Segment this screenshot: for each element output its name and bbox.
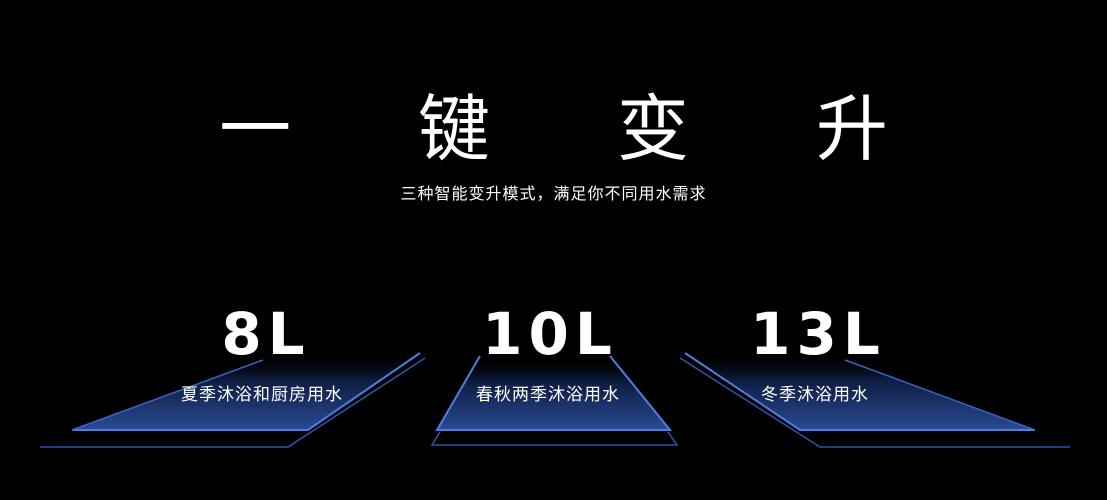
- mode-description: 春秋两季沐浴用水: [476, 385, 620, 405]
- mode-volume: 13L: [750, 300, 886, 368]
- mode-volume: 8L: [221, 300, 311, 368]
- page-title: 一 键 变 升: [219, 87, 940, 171]
- plate-8l: [40, 352, 426, 448]
- mode-volume: 10L: [482, 300, 618, 368]
- page-subtitle: 三种智能变升模式，满足你不同用水需求: [400, 184, 707, 203]
- mode-description: 夏季沐浴和厨房用水: [181, 385, 343, 405]
- plate-13l: [679, 352, 1070, 448]
- mode-description: 冬季沐浴用水: [761, 385, 869, 405]
- plate-10l: [430, 355, 679, 446]
